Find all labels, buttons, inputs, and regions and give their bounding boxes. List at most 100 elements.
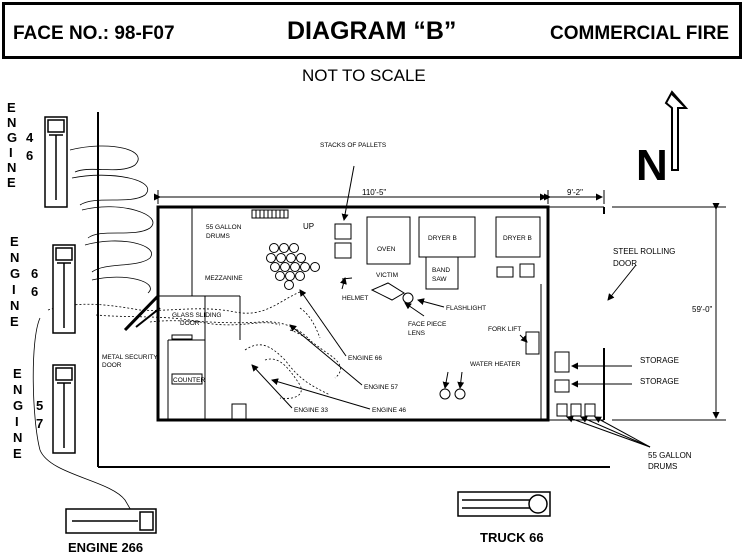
- water-heater-label: WATER HEATER: [470, 361, 521, 368]
- engine-66-digit-2: 6: [31, 284, 38, 299]
- engine-66-letter-4: I: [12, 282, 16, 297]
- metal-door-label-1: METAL SECURITY: [102, 354, 158, 361]
- dryer-label-2: DRYER B: [503, 235, 532, 242]
- north-arrow: N: [636, 90, 689, 190]
- engine-66-letter-3: G: [10, 266, 20, 281]
- engine-66-letter-1: E: [10, 234, 19, 249]
- pointer-arrows: [135, 165, 651, 448]
- storage-box-2: [554, 379, 570, 393]
- band-saw-box: [425, 256, 459, 290]
- engine-57-label: E N G I N E 5 7: [13, 366, 43, 461]
- helmet-label: HELMET: [342, 295, 368, 302]
- fork-lift-box: [525, 331, 540, 355]
- glass-door-panel: [171, 334, 193, 340]
- engine-57-letter-6: E: [13, 446, 22, 461]
- storage-box-1: [554, 351, 570, 373]
- header-banner: FACE NO.: 98-F07 DIAGRAM “B” COMMERCIAL …: [2, 2, 742, 59]
- engine-66-letter-6: E: [10, 314, 19, 329]
- oven-box: [366, 216, 411, 265]
- stair-treads: [255, 210, 285, 218]
- engine-57-letter-1: E: [13, 366, 22, 381]
- outside-drum-3: [584, 403, 596, 417]
- engine-46-letter-5: N: [7, 160, 16, 175]
- dryer-box-2: [495, 216, 541, 258]
- counter-label: COUNTER: [173, 377, 205, 384]
- engine-57-digit-2: 7: [36, 416, 43, 431]
- engine-266-label: ENGINE 266: [68, 540, 143, 555]
- outside-drum-2: [570, 403, 582, 417]
- up-label: UP: [303, 222, 314, 231]
- storage-label-1: STORAGE: [640, 356, 679, 365]
- flashlight-label: FLASHLIGHT: [446, 305, 486, 312]
- steel-door-label-2: DOOR: [613, 259, 637, 268]
- dimension-depth: 59'-0": [692, 305, 713, 314]
- outside-drum-1: [556, 403, 568, 417]
- pallet-stack-1: [334, 223, 352, 240]
- incident-type: COMMERCIAL FIRE: [550, 23, 730, 44]
- victim-label: VICTIM: [376, 272, 398, 279]
- band-saw-label-1: BAND: [432, 267, 450, 274]
- truck-66-vehicle: [457, 491, 551, 517]
- dimension-width-main: 110'-5": [362, 188, 386, 197]
- engine-66-letter-2: N: [10, 250, 19, 265]
- engine-57-vehicle: [52, 364, 76, 454]
- stacks-of-pallets-label: STACKS OF PALLETS: [320, 142, 387, 149]
- equipment: [171, 209, 596, 417]
- oven-label: OVEN: [377, 246, 396, 253]
- face-piece-label-1: FACE PIECE: [408, 321, 447, 328]
- truck-66-label: TRUCK 66: [480, 530, 544, 545]
- dimension-width-side: 9'-2": [567, 188, 583, 197]
- storage-label-2: STORAGE: [640, 377, 679, 386]
- engine-46-letter-3: G: [7, 130, 17, 145]
- diagram-title: DIAGRAM “B”: [287, 17, 457, 45]
- face-number: FACE NO.: 98-F07: [13, 23, 175, 44]
- stairs: [251, 209, 289, 219]
- steel-door-label-1: STEEL ROLLING: [613, 247, 675, 256]
- pallet-stack-2: [334, 242, 352, 259]
- engine-66-letter-5: N: [10, 298, 19, 313]
- engine-46-letter-6: E: [7, 175, 16, 190]
- engine-57-letter-5: N: [13, 430, 22, 445]
- engine-46-letter-1: E: [7, 100, 16, 115]
- engine-33-path-label: ENGINE 33: [294, 407, 328, 414]
- engine-57-letter-3: G: [13, 398, 23, 413]
- drums-label-2: DRUMS: [206, 233, 230, 240]
- engine-66-vehicle: [52, 244, 76, 334]
- engine-57-path-label: ENGINE 57: [364, 384, 398, 391]
- metal-door-label-2: DOOR: [102, 362, 122, 369]
- driveway-curves: [32, 145, 154, 513]
- engine-57-letter-4: I: [15, 414, 19, 429]
- water-heater-2: [454, 388, 466, 400]
- building-outline: [123, 205, 605, 422]
- engine-66-path-label: ENGINE 66: [348, 355, 382, 362]
- engine-57-digit-1: 5: [36, 398, 43, 413]
- dryer-label-1: DRYER B: [428, 235, 457, 242]
- engine-46-letter-2: N: [7, 115, 16, 130]
- glass-door-label-2: DOOR: [180, 320, 200, 327]
- engine-66-digit-1: 6: [31, 266, 38, 281]
- north-letter: N: [636, 141, 668, 190]
- engine-46-letter-4: I: [9, 145, 13, 160]
- outside-drums-label-2: DRUMS: [648, 462, 677, 471]
- face-piece-label-2: LENS: [408, 330, 426, 337]
- water-heater-1: [439, 388, 451, 400]
- engine-57-letter-2: N: [13, 382, 22, 397]
- engine-46-vehicle: [44, 116, 68, 208]
- drum-cluster: [266, 243, 320, 290]
- engine-46-label: E N G I N E 4 6: [7, 100, 34, 190]
- engine-46-digit-2: 6: [26, 148, 33, 163]
- scale-note: NOT TO SCALE: [302, 66, 426, 85]
- dimension-lines: [154, 190, 726, 421]
- drums-label-1: 55 GALLON: [206, 224, 242, 231]
- engine-46-path-label: ENGINE 46: [372, 407, 406, 414]
- equipment-box-a: [496, 266, 514, 278]
- band-saw-label-2: SAW: [432, 276, 447, 283]
- counter-box: [171, 373, 203, 385]
- engine-66-label: E N G I N E 6 6: [10, 234, 38, 329]
- dryer-box-1: [418, 216, 476, 258]
- mezzanine-label: MEZZANINE: [205, 275, 243, 282]
- fork-lift-label: FORK LIFT: [488, 326, 521, 333]
- engine-46-digit-1: 4: [26, 130, 34, 145]
- equipment-box-b: [519, 263, 535, 278]
